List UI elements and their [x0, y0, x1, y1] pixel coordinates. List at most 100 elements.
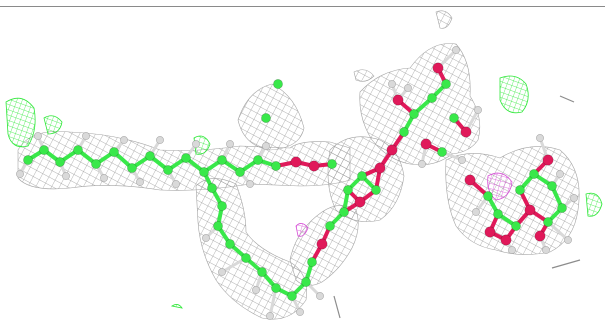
- oxygen-atom: [464, 174, 476, 186]
- carbon-atom: [207, 183, 217, 193]
- oxygen-atom: [290, 156, 302, 168]
- hydrogen-atom: [542, 246, 550, 254]
- carbon-atom: [343, 185, 353, 195]
- hydrogen-atom: [226, 140, 234, 148]
- oxygen-atom: [484, 226, 496, 238]
- carbon-atom: [235, 167, 245, 177]
- hydrogen-atom: [418, 160, 426, 168]
- carbon-atom: [327, 159, 337, 169]
- carbon-atom: [483, 191, 493, 201]
- hydrogen-atom: [508, 246, 516, 254]
- oxygen-atom: [542, 154, 554, 166]
- difference-density-positive: [5, 75, 603, 309]
- hydrogen-atom: [262, 142, 270, 150]
- hydrogen-atom: [218, 268, 226, 276]
- carbon-atom: [109, 147, 119, 157]
- hydrogen-atom: [388, 80, 396, 88]
- carbon-atom: [301, 277, 311, 287]
- hydrogen-atom: [62, 172, 70, 180]
- oxygen-atom: [460, 126, 472, 138]
- hydrogen-atom: [296, 308, 304, 316]
- carbon-atom: [339, 207, 349, 217]
- hydrogen-atom: [16, 170, 24, 178]
- carbon-atom: [217, 201, 227, 211]
- carbon-atom: [557, 203, 567, 213]
- oxygen-atom: [534, 230, 546, 242]
- carbon-atom: [511, 221, 521, 231]
- hydrogen-atom: [252, 286, 260, 294]
- carbon-atom: [437, 147, 447, 157]
- carbon-atom: [241, 253, 251, 263]
- oxygen-atom: [386, 144, 398, 156]
- carbon-atom: [427, 93, 437, 103]
- hydrogen-atom: [404, 84, 412, 92]
- carbon-atom: [307, 257, 317, 267]
- hydrogen-atom: [172, 180, 180, 188]
- hydrogen-atom: [100, 174, 108, 182]
- carbon-atom: [163, 165, 173, 175]
- molecule-atoms: [16, 46, 578, 320]
- oxygen-atom: [432, 62, 444, 74]
- carbon-atom: [399, 127, 409, 137]
- carbon-atom: [217, 155, 227, 165]
- hydrogen-atom: [472, 208, 480, 216]
- hydrogen-atom: [556, 170, 564, 178]
- carbon-atom: [515, 185, 525, 195]
- hydrogen-atom: [564, 236, 572, 244]
- carbon-atom: [73, 145, 83, 155]
- oxygen-atom: [316, 238, 328, 250]
- carbon-atom: [547, 181, 557, 191]
- bond-hydrogen: [221, 256, 247, 274]
- hydrogen-atom: [536, 134, 544, 142]
- oxygen-atom: [392, 94, 404, 106]
- hydrogen-atom: [570, 194, 578, 202]
- hydrogen-atom: [156, 136, 164, 144]
- carbon-atom: [199, 167, 209, 177]
- carbon-atom: [261, 113, 271, 123]
- hydrogen-atom: [202, 234, 210, 242]
- stray-fragments: [333, 95, 581, 319]
- carbon-atom: [543, 217, 553, 227]
- carbon-atom: [39, 145, 49, 155]
- oxygen-atom: [524, 204, 536, 216]
- oxygen-atom: [420, 138, 432, 150]
- carbon-atom: [253, 155, 263, 165]
- carbon-atom: [271, 161, 281, 171]
- bond-hydrogen: [268, 287, 278, 317]
- hydrogen-atom: [136, 178, 144, 186]
- carbon-atom: [441, 79, 451, 89]
- hydrogen-atom: [316, 292, 324, 300]
- carbon-atom: [325, 221, 335, 231]
- hydrogen-atom: [474, 106, 482, 114]
- carbon-atom: [145, 151, 155, 161]
- hydrogen-atom: [246, 180, 254, 188]
- oxygen-atom: [308, 160, 320, 172]
- frame-top-line: [0, 6, 605, 7]
- carbon-atom: [371, 185, 381, 195]
- hydrogen-atom: [266, 312, 274, 320]
- carbon-atom: [271, 283, 281, 293]
- hydrogen-atom: [458, 156, 466, 164]
- carbon-atom: [225, 239, 235, 249]
- carbon-atom: [127, 163, 137, 173]
- carbon-atom: [91, 159, 101, 169]
- carbon-atom: [55, 157, 65, 167]
- hydrogen-atom: [34, 132, 42, 140]
- carbon-atom: [493, 209, 503, 219]
- hydrogen-atom: [120, 136, 128, 144]
- carbon-atom: [287, 291, 297, 301]
- carbon-atom: [181, 153, 191, 163]
- hydrogen-atom: [452, 46, 460, 54]
- carbon-atom: [449, 113, 459, 123]
- carbon-atom: [409, 109, 419, 119]
- oxygen-atom: [500, 234, 512, 246]
- difference-density-negative: [295, 172, 513, 237]
- carbon-atom: [257, 267, 267, 277]
- oxygen-atom: [354, 196, 366, 208]
- hydrogen-atom: [82, 132, 90, 140]
- oxygen-atom: [374, 162, 386, 174]
- hydrogen-atom: [192, 140, 200, 148]
- carbon-atom: [213, 221, 223, 231]
